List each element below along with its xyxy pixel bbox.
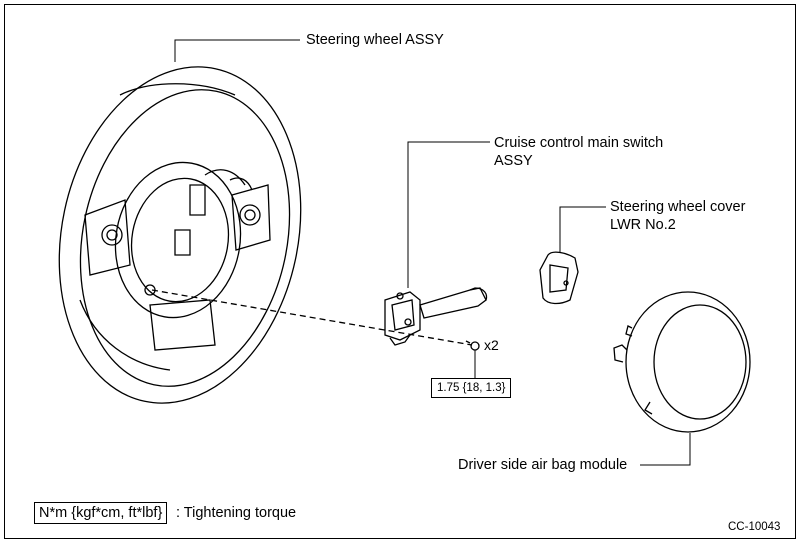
label-cruise-control-line2: ASSY	[494, 153, 533, 169]
screw-drawing	[465, 340, 480, 351]
leader-lines	[174, 39, 691, 466]
torque-spec-box: 1.75 {18, 1.3}	[431, 378, 512, 398]
cruise-control-switch-drawing	[384, 287, 488, 346]
alignment-dashed-line	[151, 289, 473, 346]
label-cruise-control-line1: Cruise control main switch	[494, 135, 664, 151]
label-cover-line2: LWR No.2	[610, 217, 676, 233]
steering-wheel-cover-drawing	[539, 251, 579, 305]
legend-unit-box: N*m {kgf*cm, ft*lbf}	[34, 502, 168, 524]
airbag-module-drawing	[613, 291, 751, 433]
diagram-frame	[4, 4, 796, 539]
label-steering-wheel-assy: Steering wheel ASSY	[306, 32, 444, 48]
legend-text: : Tightening torque	[176, 505, 297, 521]
figure-code: CC-10043	[728, 521, 781, 533]
label-cover-line1: Steering wheel cover	[610, 199, 746, 215]
label-airbag-module: Driver side air bag module	[458, 457, 628, 473]
steering-wheel-drawing	[58, 66, 302, 404]
label-screw-quantity: x2	[484, 337, 499, 353]
